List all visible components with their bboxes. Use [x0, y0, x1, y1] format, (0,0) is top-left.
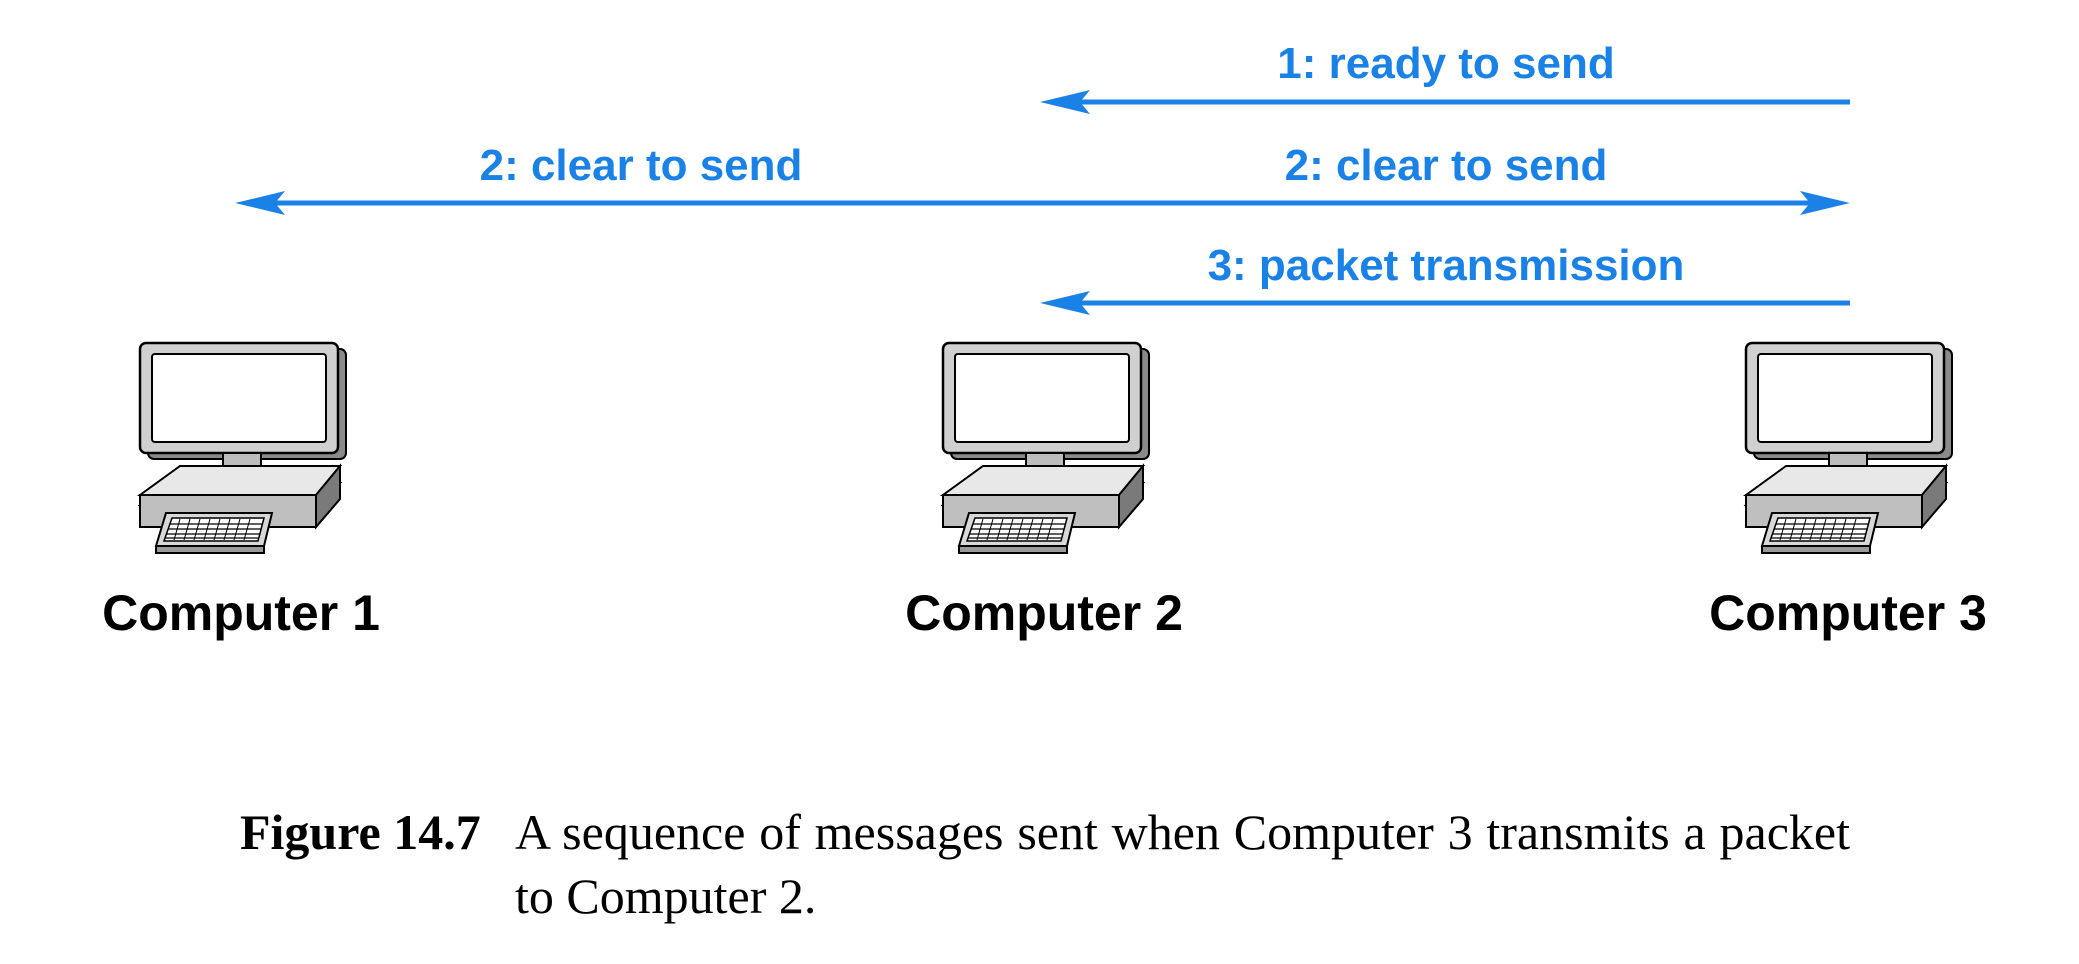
computer-2: Computer 2 — [905, 341, 1183, 641]
message-clear-to-send: 2: clear to send 2: clear to send — [235, 141, 1850, 215]
computer-icon — [1744, 341, 1954, 555]
arrow-head-right — [1800, 191, 1850, 215]
message-packet-transmission: 3: packet transmission — [1040, 241, 1850, 315]
computer-3: Computer 3 — [1709, 341, 1987, 641]
message-label: 3: packet transmission — [1208, 241, 1685, 290]
figure-caption: Figure 14.7 A sequence of messages sent … — [240, 800, 1850, 928]
computer-label: Computer 2 — [905, 585, 1183, 641]
arrow-head-left — [1040, 291, 1090, 315]
message-ready-to-send: 1: ready to send — [1040, 39, 1850, 114]
message-label-left: 2: clear to send — [480, 141, 803, 190]
computer-1: Computer 1 — [102, 341, 380, 641]
message-label-right: 2: clear to send — [1285, 141, 1608, 190]
computer-icon — [941, 341, 1151, 555]
computer-label: Computer 1 — [102, 585, 380, 641]
figure-number: Figure 14.7 — [240, 804, 481, 860]
message-label: 1: ready to send — [1277, 39, 1614, 88]
caption-text: A sequence of messages sent when Compute… — [515, 804, 1850, 924]
arrow-head-left — [1040, 90, 1090, 114]
computer-label: Computer 3 — [1709, 585, 1987, 641]
arrow-head-left — [235, 191, 285, 215]
computer-icon — [138, 341, 348, 555]
